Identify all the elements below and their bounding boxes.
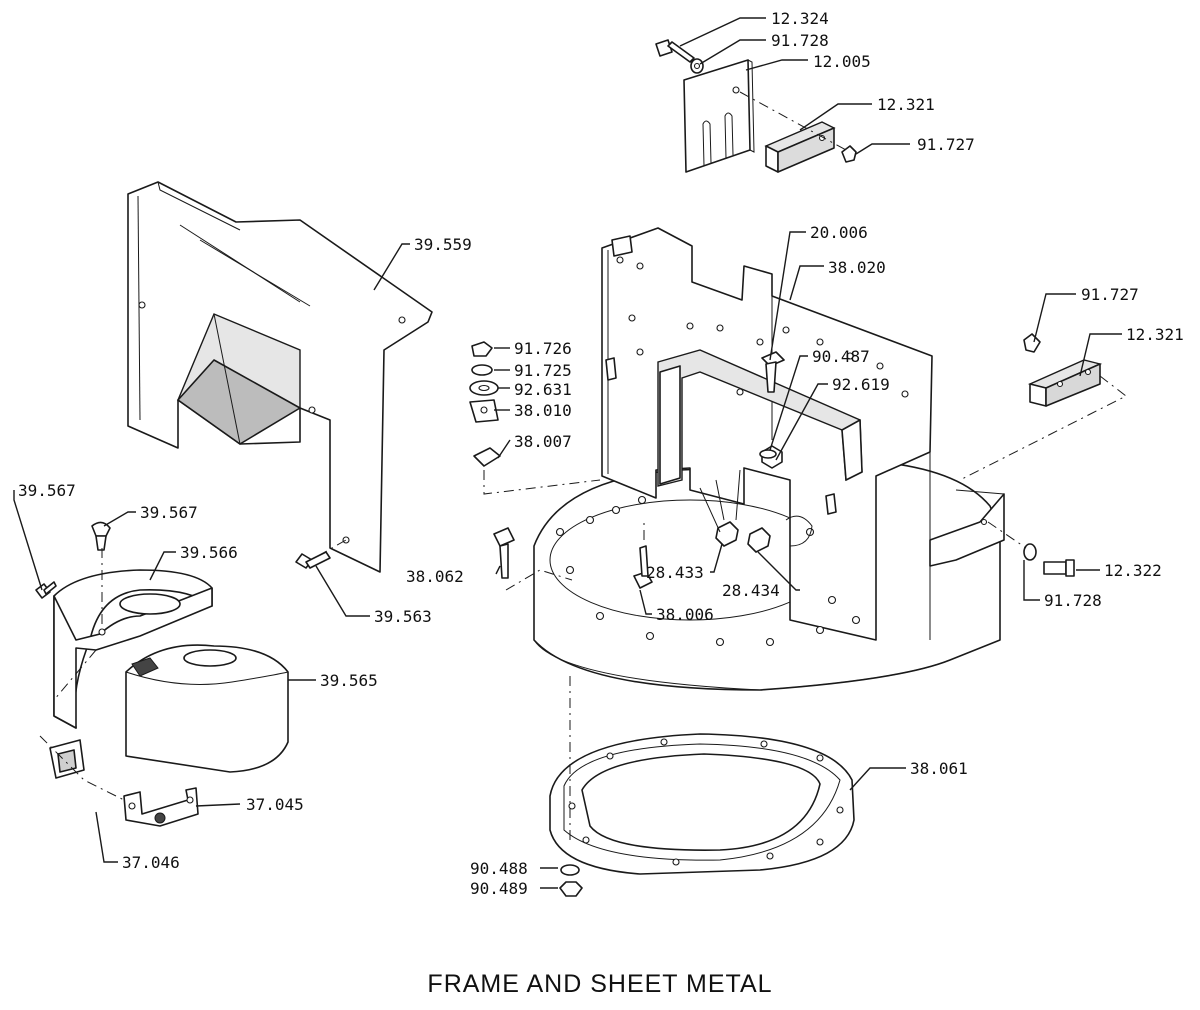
label-39-566: 39.566 (180, 543, 238, 562)
diagram-title: FRAME AND SHEET METAL (427, 970, 772, 998)
label-38-010: 38.010 (514, 401, 572, 420)
label-92-619: 92.619 (832, 375, 890, 394)
bolt-12-322 (987, 521, 1075, 577)
label-38-006: 38.006 (656, 605, 714, 624)
label-38-020: 38.020 (828, 258, 886, 277)
label-91-728-right: 91.728 (1044, 591, 1102, 610)
bracket-37-045 (123, 787, 199, 827)
collar-half-39-566 (53, 569, 213, 729)
plate-12-005 (683, 59, 755, 173)
nut-91-727-top (841, 145, 857, 163)
label-90-488: 90.488 (470, 859, 528, 878)
label-38-061: 38.061 (910, 759, 968, 778)
label-39-559: 39.559 (414, 235, 472, 254)
center-hardware (493, 351, 813, 591)
label-39-565: 39.565 (320, 671, 378, 690)
label-39-567-b: 39.567 (140, 503, 198, 522)
label-91-728-top: 91.728 (771, 31, 829, 50)
callout-labels: 12.324 91.728 12.005 12.321 91.727 39.55… (18, 9, 1184, 898)
label-39-567-a: 39.567 (18, 481, 76, 500)
washer-nut-stack-bottom (559, 864, 583, 897)
label-12-324: 12.324 (771, 9, 829, 28)
screw-39-567-a (35, 581, 57, 599)
leader-lines (13, 17, 1122, 889)
screw-39-567-b (91, 521, 111, 551)
label-28-434: 28.434 (722, 581, 780, 600)
cover-39-559 (127, 181, 433, 573)
label-90-487: 90.487 (812, 347, 870, 366)
label-28-433: 28.433 (646, 563, 704, 582)
block-12-321-top (764, 121, 836, 173)
label-39-563: 39.563 (374, 607, 432, 626)
label-38-007: 38.007 (514, 432, 572, 451)
bolt-12-324 (655, 39, 704, 74)
label-92-631: 92.631 (514, 380, 572, 399)
label-38-062: 38.062 (406, 567, 464, 586)
label-91-725: 91.725 (514, 361, 572, 380)
label-91-727-top: 91.727 (917, 135, 975, 154)
clip-37-046 (49, 739, 85, 779)
label-12-321-top: 12.321 (877, 95, 935, 114)
ring-38-061 (549, 733, 855, 875)
block-12-321-right (959, 333, 1127, 481)
label-12-321-right: 12.321 (1126, 325, 1184, 344)
label-37-046: 37.046 (122, 853, 180, 872)
collar-half-39-565 (125, 644, 289, 773)
label-12-005: 12.005 (813, 52, 871, 71)
top-bracket-assembly (655, 39, 857, 173)
screw-39-563 (295, 551, 331, 569)
label-91-726: 91.726 (514, 339, 572, 358)
base-frame-38-020 (533, 227, 1005, 691)
label-20-006: 20.006 (810, 223, 868, 242)
label-90-489: 90.489 (470, 879, 528, 898)
label-37-045: 37.045 (246, 795, 304, 814)
label-12-322: 12.322 (1104, 561, 1162, 580)
label-91-727-right: 91.727 (1081, 285, 1139, 304)
